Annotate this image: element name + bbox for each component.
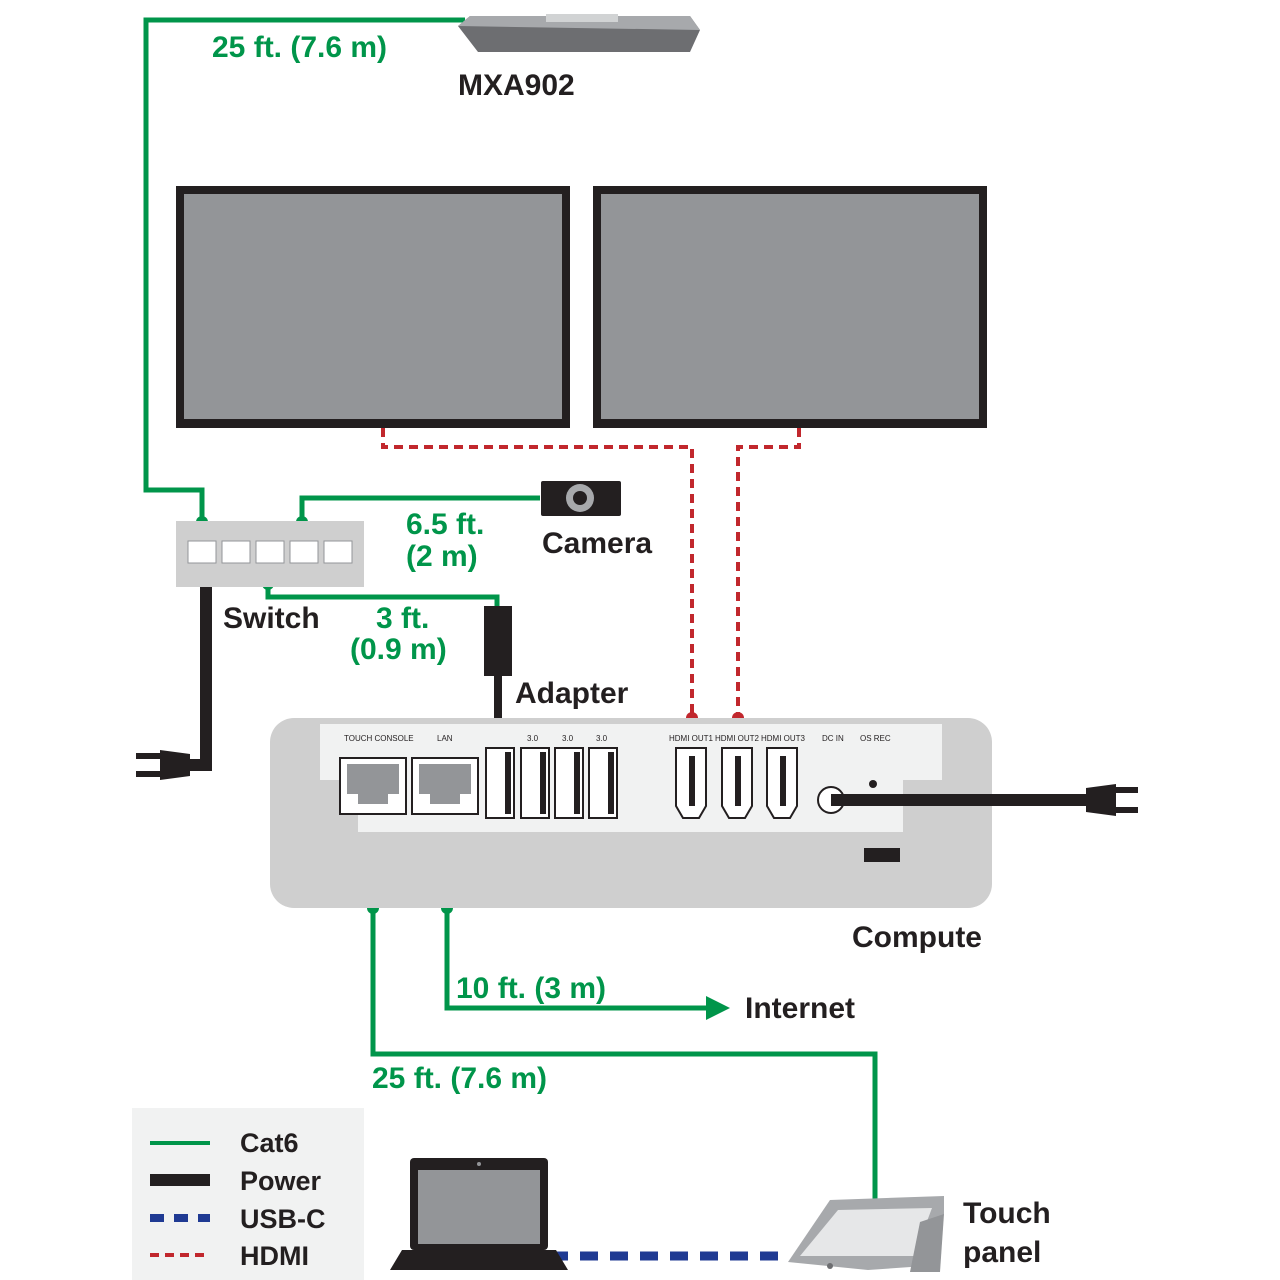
cable-compute-to-touch-panel <box>370 908 878 1200</box>
legend-label-power: Power <box>240 1166 322 1196</box>
touch-panel-icon <box>788 1196 944 1272</box>
laptop-icon <box>390 1158 568 1270</box>
cable-hdmi-display-2 <box>736 428 801 718</box>
port-label-hdmi1: HDMI OUT1 <box>669 734 714 743</box>
switch-label: Switch <box>223 602 320 635</box>
port-label-usb2: 3.0 <box>562 734 574 743</box>
network-switch-icon <box>176 521 364 587</box>
cable-length-touch: 25 ft. (7.6 m) <box>372 1062 547 1095</box>
ceiling-microphone-icon <box>458 14 700 52</box>
touch-panel-label-line2: panel <box>963 1236 1041 1269</box>
display-1 <box>176 186 570 428</box>
legend: Cat6 Power USB-C HDMI <box>132 1108 364 1280</box>
cable-switch-power <box>190 587 212 771</box>
cable-length-internet: 10 ft. (3 m) <box>456 972 606 1005</box>
mxa902-label: MXA902 <box>458 69 575 102</box>
port-label-usb1: 3.0 <box>527 734 539 743</box>
legend-label-cat6: Cat6 <box>240 1128 299 1158</box>
cable-length-camera-line2: (2 m) <box>406 540 478 573</box>
cable-length-adapter-line1: 3 ft. <box>376 602 429 635</box>
cat6-cables <box>143 17 878 1200</box>
display-2 <box>593 186 987 428</box>
cable-adapter-to-switch <box>265 584 500 610</box>
cable-hdmi-display-1 <box>381 428 694 718</box>
os-rec-button <box>869 780 877 788</box>
cable-mxa-to-switch <box>143 17 465 522</box>
port-label-dc-in: DC IN <box>822 734 844 743</box>
port-label-touch-console: TOUCH CONSOLE <box>344 734 414 743</box>
compute-device: TOUCH CONSOLE LAN 3.0 3.0 3.0 HDMI OUT1 … <box>270 718 992 908</box>
compute-label: Compute <box>852 921 982 954</box>
port-label-lan: LAN <box>437 734 453 743</box>
port-label-hdmi3: HDMI OUT3 <box>761 734 806 743</box>
port-label-os-rec: OS REC <box>860 734 891 743</box>
hdmi-cables <box>381 428 801 718</box>
port-label-hdmi2: HDMI OUT2 <box>715 734 760 743</box>
camera-label: Camera <box>542 527 652 560</box>
cable-length-camera-line1: 6.5 ft. <box>406 508 484 541</box>
legend-label-usbc: USB-C <box>240 1204 326 1234</box>
legend-label-hdmi: HDMI <box>240 1241 309 1271</box>
port-label-usb3: 3.0 <box>596 734 608 743</box>
arrow-right-icon <box>706 996 730 1020</box>
cable-compute-to-internet <box>444 908 708 1011</box>
power-plug-icon <box>1086 784 1138 816</box>
lan-port <box>411 757 479 815</box>
adapter-label: Adapter <box>515 677 629 710</box>
camera-icon <box>541 481 621 516</box>
touch-console-port <box>339 757 407 815</box>
cable-camera-to-switch <box>299 495 540 522</box>
cable-length-mxa: 25 ft. (7.6 m) <box>212 31 387 64</box>
cable-length-adapter-line2: (0.9 m) <box>350 633 447 666</box>
touch-panel-label-line1: Touch <box>963 1197 1051 1230</box>
power-plug-icon <box>136 750 190 780</box>
internet-label: Internet <box>745 992 855 1025</box>
